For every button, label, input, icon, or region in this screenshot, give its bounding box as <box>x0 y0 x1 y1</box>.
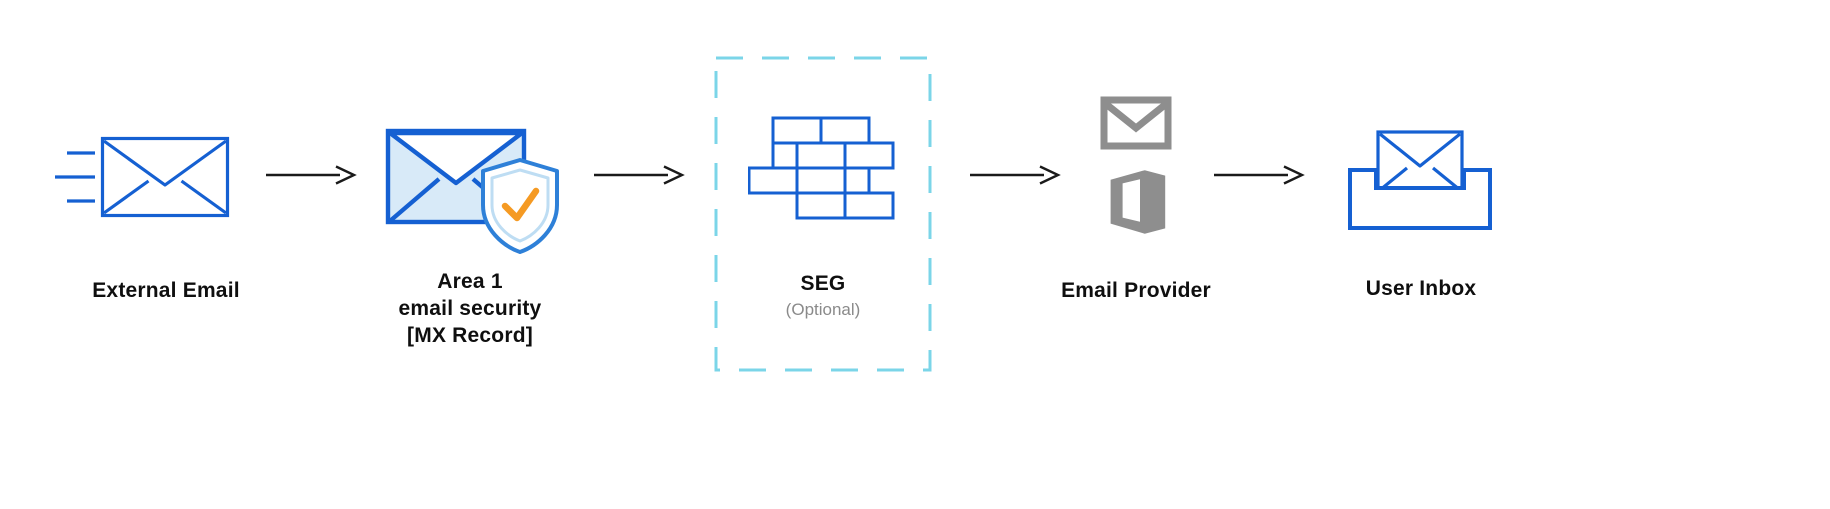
external-email-label: External Email <box>92 279 240 302</box>
inbox-icon <box>1348 130 1492 230</box>
gmail-icon <box>1100 96 1172 150</box>
seg-label: SEG <box>800 272 846 295</box>
optional-dashed-boundary <box>714 56 932 372</box>
flow-arrow-icon <box>1214 165 1305 185</box>
email-provider-label: Email Provider <box>1061 279 1211 302</box>
shield-check-icon <box>481 158 559 254</box>
email-envelope-icon <box>100 136 230 218</box>
area1-label-line1: Area 1 <box>437 270 503 293</box>
flow-arrow-icon <box>266 165 357 185</box>
flow-arrow-icon <box>970 165 1061 185</box>
area1-label: Area 1 email security [MX Record] <box>399 268 542 349</box>
flow-arrow-icon <box>594 165 685 185</box>
seg-optional-label: (Optional) <box>785 300 861 319</box>
area1-label-line3: [MX Record] <box>407 324 533 347</box>
office-icon <box>1110 170 1166 234</box>
user-inbox-label: User Inbox <box>1365 277 1477 300</box>
firewall-bricks-icon <box>748 116 895 220</box>
area1-label-line2: email security <box>398 297 542 320</box>
speed-lines-icon <box>55 151 95 203</box>
